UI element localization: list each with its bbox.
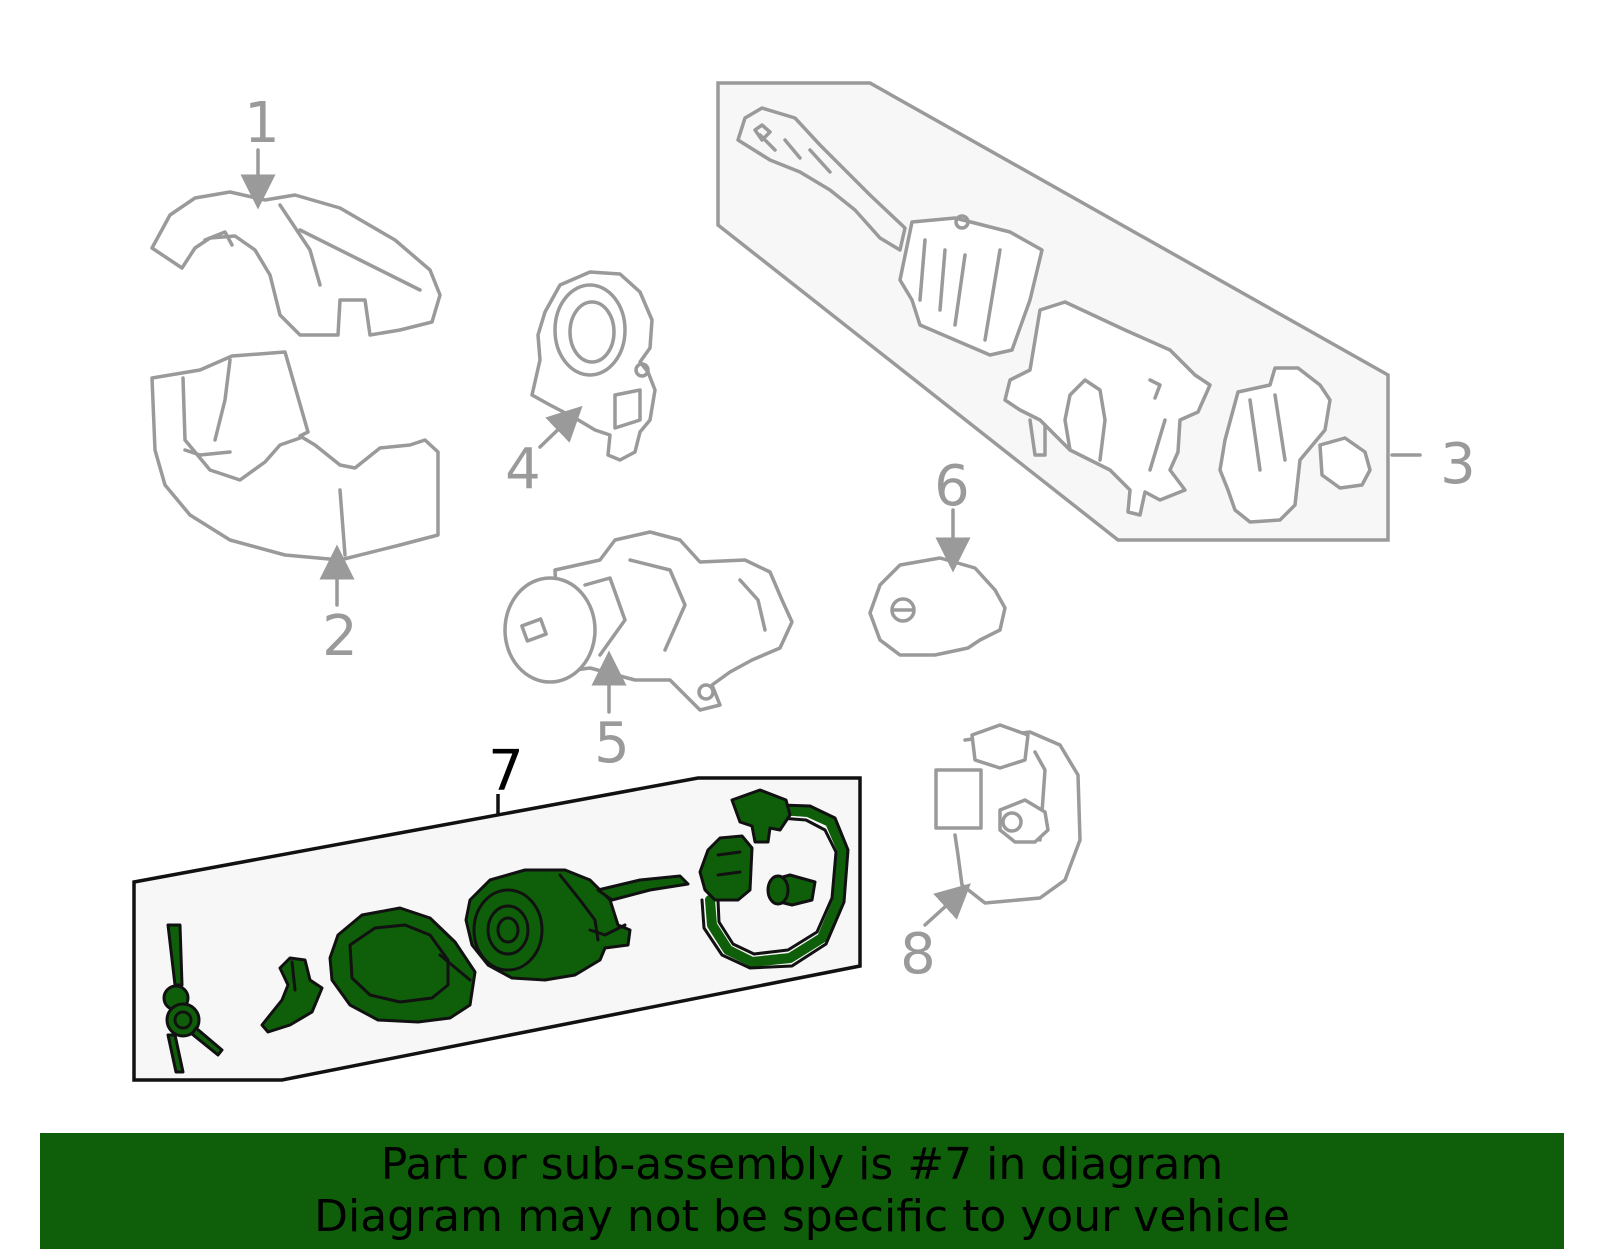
callout-1-label: 1 bbox=[244, 91, 280, 156]
callout-1: 1 bbox=[240, 91, 280, 210]
callout-6-label: 6 bbox=[934, 454, 970, 519]
part-6-switch[interactable] bbox=[868, 556, 1007, 657]
callout-2-label: 2 bbox=[322, 604, 358, 669]
part-5-lock-housing[interactable] bbox=[503, 530, 794, 712]
callout-2: 2 bbox=[319, 544, 358, 669]
part-2-lower-column-cover[interactable] bbox=[150, 350, 440, 562]
callout-5-label: 5 bbox=[594, 711, 630, 776]
callout-3-label: 3 bbox=[1440, 432, 1476, 497]
callout-3: 3 bbox=[1390, 432, 1476, 497]
info-banner: Part or sub-assembly is #7 in diagram Di… bbox=[40, 1133, 1564, 1249]
part-1-upper-column-cover[interactable] bbox=[150, 190, 442, 337]
callout-6: 6 bbox=[934, 454, 971, 573]
part-7-ignition-switch-assembly[interactable] bbox=[132, 776, 862, 1082]
callout-4: 4 bbox=[505, 405, 583, 502]
part-8-wiring-harness[interactable] bbox=[934, 723, 1082, 905]
part-7-switch-body[interactable] bbox=[464, 868, 690, 982]
callout-8: 8 bbox=[900, 883, 971, 987]
banner-line-1: Part or sub-assembly is #7 in diagram bbox=[380, 1139, 1224, 1190]
callout-7: 7 bbox=[488, 739, 524, 815]
part-7-connector-harness[interactable] bbox=[698, 788, 850, 970]
part-7-key[interactable] bbox=[162, 923, 224, 1074]
part-3-combination-switch[interactable] bbox=[716, 81, 1390, 542]
callout-7-label: 7 bbox=[488, 739, 524, 804]
part-4-clockspring[interactable] bbox=[530, 270, 657, 462]
callout-4-label: 4 bbox=[505, 437, 541, 502]
part-7-trim-piece[interactable] bbox=[260, 956, 324, 1034]
banner-line-2: Diagram may not be specific to your vehi… bbox=[314, 1191, 1290, 1242]
callout-8-label: 8 bbox=[900, 922, 936, 987]
part-7-bezel[interactable] bbox=[328, 906, 477, 1024]
callout-5: 5 bbox=[591, 650, 630, 776]
